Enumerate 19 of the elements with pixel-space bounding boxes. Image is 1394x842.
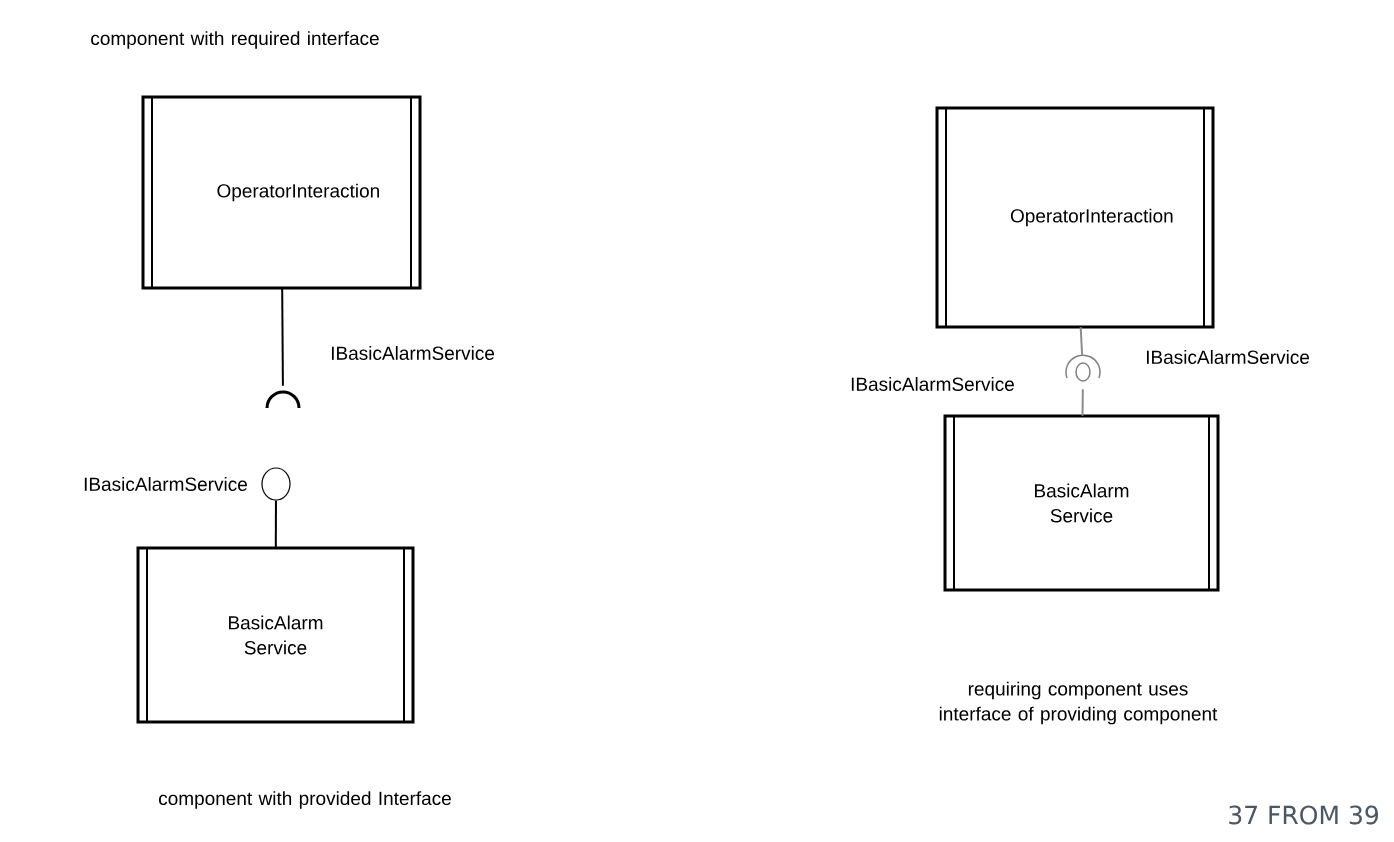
component-box: OperatorInteraction	[935, 106, 1215, 329]
component-box: BasicAlarm Service	[136, 546, 415, 724]
component-box: BasicAlarm Service	[943, 414, 1220, 592]
interface-label: IBasicAlarmService	[84, 477, 247, 491]
connector-line	[1081, 388, 1084, 417]
lollipop-symbol	[261, 467, 291, 501]
caption-text: component with required interface	[91, 31, 379, 49]
socket-symbol	[265, 390, 301, 409]
interface-label: IBasicAlarmService	[331, 346, 495, 360]
connector-line	[1079, 326, 1084, 356]
connector-line	[274, 499, 277, 549]
connector-line	[281, 287, 284, 387]
component-box: OperatorInteraction	[141, 95, 422, 290]
page-number: 37 FROM 39	[1229, 805, 1378, 825]
caption-text: component with provided Interface	[159, 791, 451, 809]
caption-text: requiring component uses interface of providing component	[939, 681, 1218, 725]
interface-label: IBasicAlarmService	[1146, 350, 1310, 364]
ball-and-socket-symbol	[1065, 354, 1101, 382]
interface-label: IBasicAlarmService	[851, 377, 1014, 391]
